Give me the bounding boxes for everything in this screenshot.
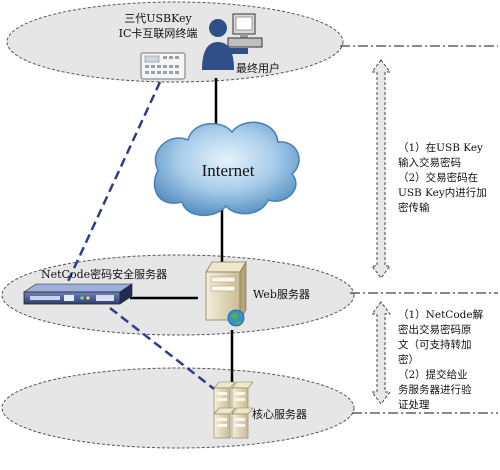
note-bottom-line: （1）NetCode解: [398, 308, 484, 321]
web-server-label: Web服务器: [253, 288, 310, 301]
end-user-icon: [202, 13, 263, 70]
notes-bottom: （1）NetCode解 密出交易密码原 文（可支持转加 密） （2）提交给业 务…: [398, 308, 484, 411]
zone-core: [1, 367, 355, 449]
double-arrow-bottom: [371, 301, 391, 405]
zone-user: [6, 1, 344, 83]
netcode-server-label: NetCode密码安全服务器: [41, 267, 167, 281]
internet-label: Internet: [202, 161, 255, 180]
core-server-label: 核心服务器: [252, 407, 307, 421]
note-top-line: （1）在USB Key: [398, 142, 483, 154]
note-bottom-line: 文（可支持转加: [398, 338, 472, 351]
note-top-line: 密传输: [398, 201, 430, 214]
note-top-line: 输入交易密码: [398, 156, 461, 169]
end-user-label: 最终用户: [236, 61, 280, 75]
core-server-cluster-icon: [213, 381, 254, 439]
ic-card-terminal-icon: [140, 52, 186, 80]
note-bottom-line: （2）提交给业: [398, 368, 468, 381]
terminal-label-line2: IC卡互联网终端: [119, 26, 198, 40]
note-bottom-line: 密出交易密码原: [398, 323, 472, 336]
note-bottom-line: 证处理: [398, 399, 430, 411]
note-bottom-line: 务服务器进行验: [398, 383, 472, 396]
zone-server: [1, 254, 355, 336]
dashed-link-netcode-core: [109, 307, 219, 393]
notes-top: （1）在USB Key 输入交易密码 （2）交易密码在 USB Key内进行加 …: [398, 142, 487, 214]
note-top-line: USB Key内进行加: [398, 186, 487, 199]
web-server-icon: [205, 260, 247, 327]
terminal-label-line1: 三代USBKey: [124, 12, 192, 25]
internet-cloud-icon: [153, 121, 300, 216]
double-arrow-top: [371, 59, 391, 279]
note-bottom-line: 密）: [398, 353, 419, 366]
note-top-line: （2）交易密码在: [398, 171, 478, 184]
dashed-link-terminal-netcode: [62, 81, 162, 291]
netcode-server-icon: [23, 283, 133, 305]
